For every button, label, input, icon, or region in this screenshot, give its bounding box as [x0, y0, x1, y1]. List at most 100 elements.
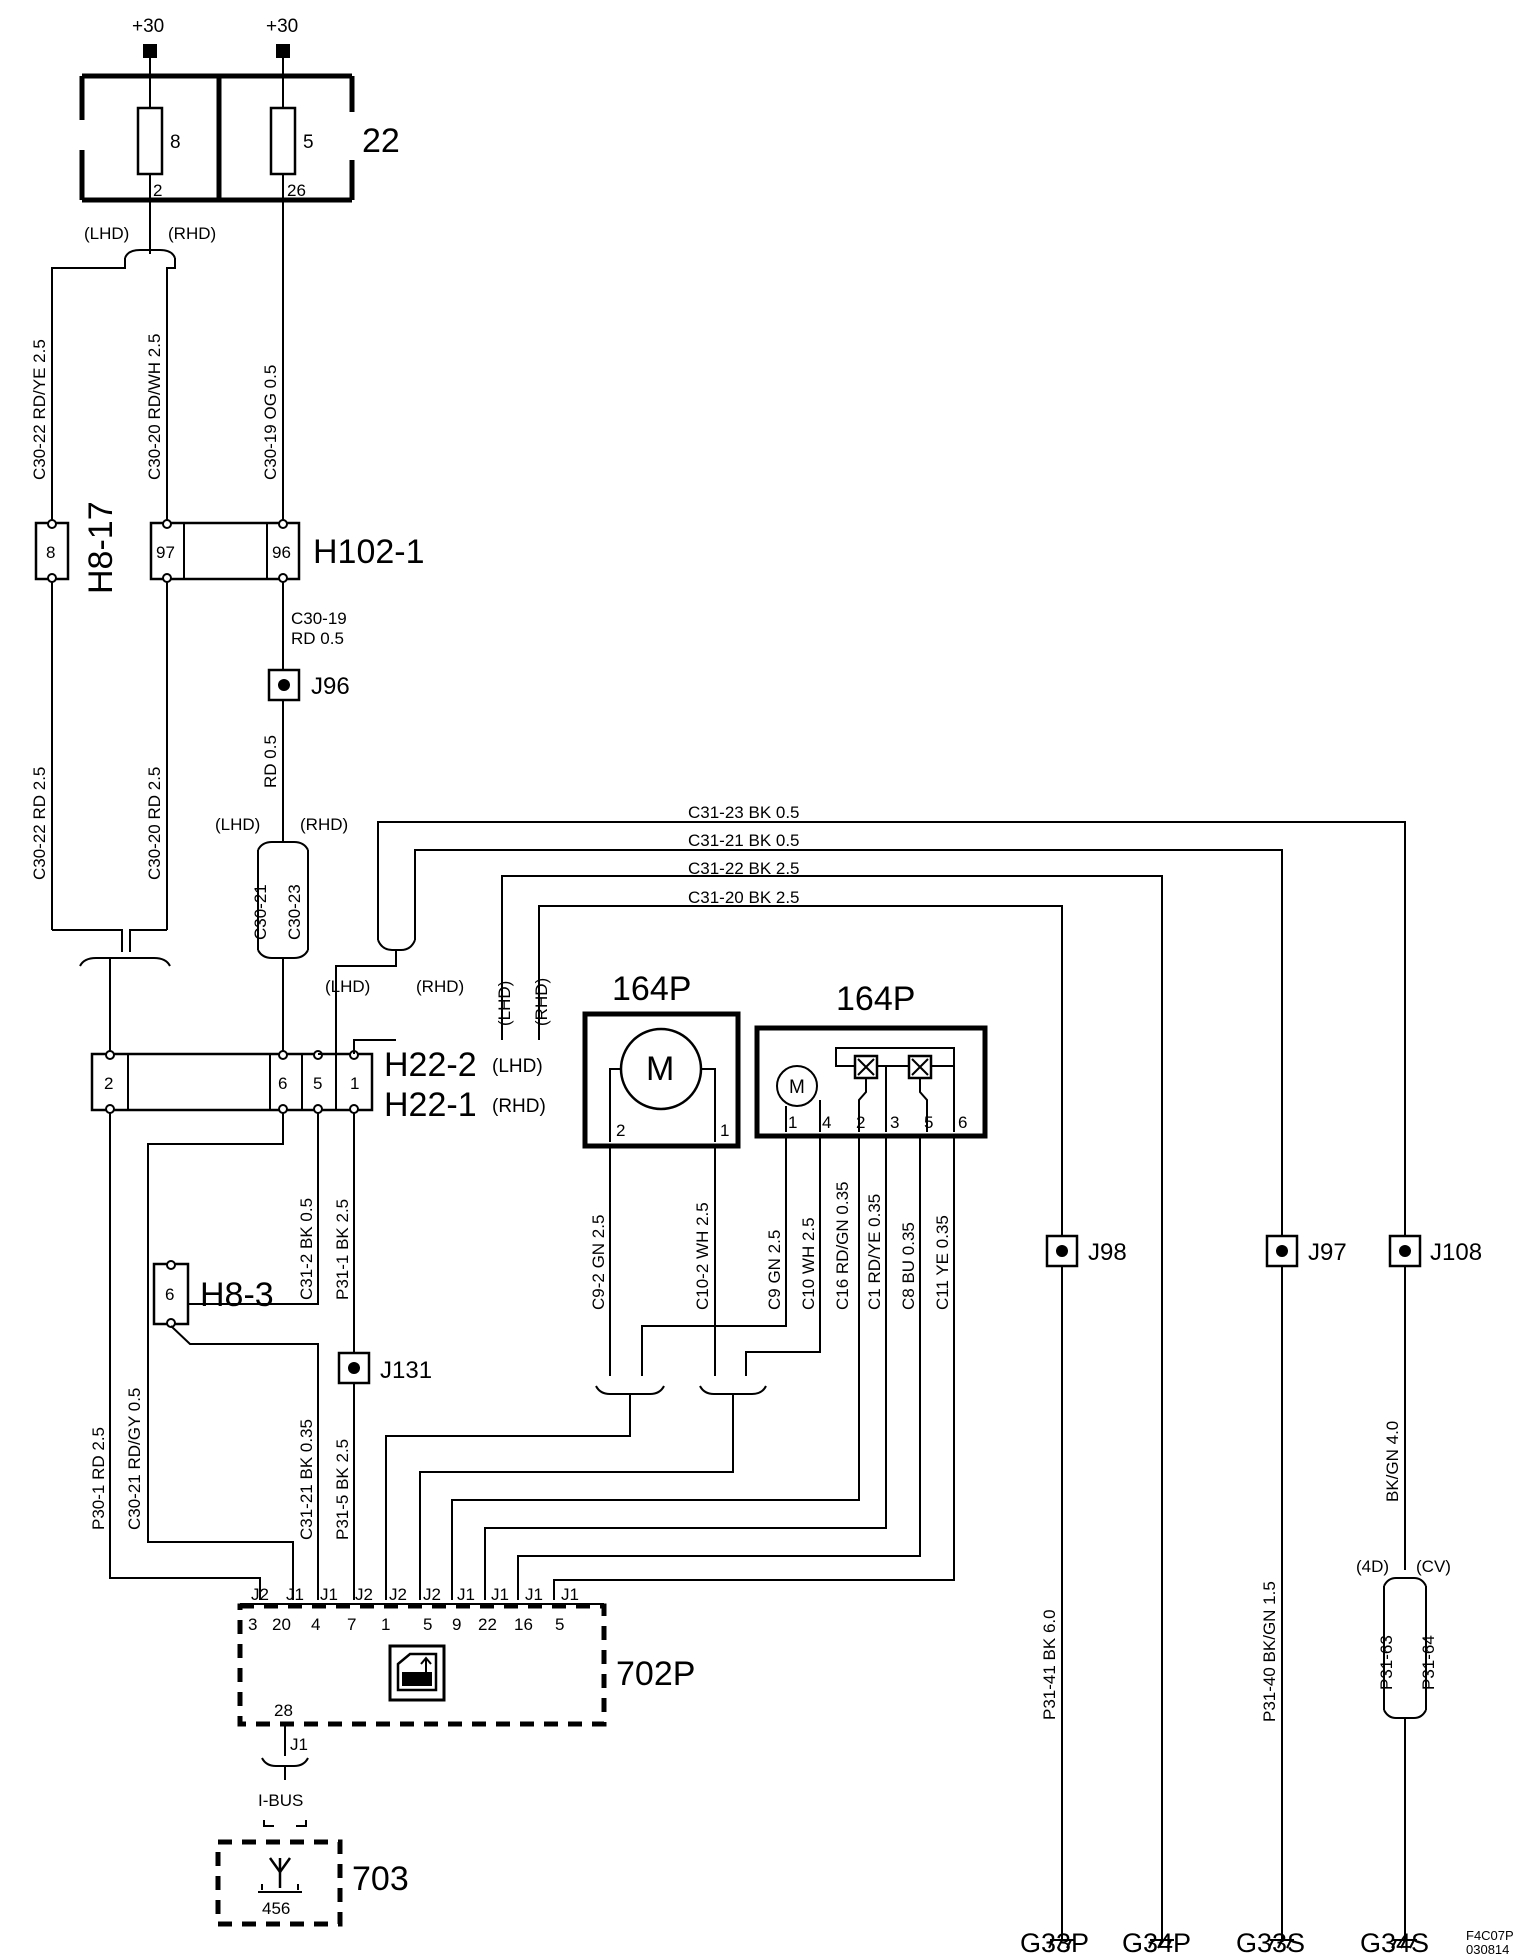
- connector-h22: [90, 1052, 374, 1112]
- h22-pin-6: 6: [278, 1074, 287, 1093]
- variant-lhd-1: (LHD): [84, 224, 129, 243]
- motor-b-pin-1: 1: [788, 1113, 797, 1132]
- supply-label-left: +30: [132, 16, 164, 37]
- fuse-8-label: 8: [170, 132, 181, 153]
- module-702p-label: 702P: [616, 1655, 695, 1693]
- wire-c30-22-lower: C30-22 RD 2.5: [30, 767, 49, 880]
- variant-lhd-4: (LHD): [495, 981, 514, 1026]
- variant-4d: (4D): [1356, 1557, 1389, 1576]
- wire-c8: C8 BU 0.35: [899, 1222, 918, 1310]
- motor-b-pin-3: 3: [890, 1113, 899, 1132]
- motor-b-m: M: [789, 1077, 805, 1098]
- supply-terminal-left: [143, 44, 157, 58]
- motor-a-pin-2: 2: [616, 1121, 625, 1140]
- module-j-label-4: J2: [355, 1585, 373, 1604]
- ground-g33s-label: G33S: [1236, 1928, 1305, 1958]
- wire-c31-22: C31-22 BK 2.5: [688, 859, 800, 878]
- ground-symbol-g34s: [1391, 1939, 1417, 1949]
- module-j-label-7: J1: [457, 1585, 475, 1604]
- connector-h8-17: [34, 521, 70, 581]
- wire-p31-40: P31-40 BK/GN 1.5: [1260, 1581, 1279, 1722]
- wire-c30-21-lower: C30-21 RD/GY 0.5: [125, 1388, 144, 1530]
- module-j-label-9: J1: [525, 1585, 543, 1604]
- motor-a-pin-1: 1: [720, 1121, 729, 1140]
- wire-c31-21: C31-21 BK 0.5: [688, 831, 800, 850]
- module-bus-j: J1: [290, 1735, 308, 1754]
- module-j-label-8: J1: [491, 1585, 509, 1604]
- motor-b-pin-2: 2: [856, 1113, 865, 1132]
- fuse-5: [269, 106, 297, 176]
- ground-g34p-label: G34P: [1122, 1928, 1191, 1958]
- j98-label: J98: [1088, 1239, 1127, 1266]
- supply-label-right: +30: [266, 16, 298, 37]
- h8-3-label: H8-3: [200, 1276, 274, 1314]
- diagram-code-a: F4C07P: [1466, 1928, 1514, 1943]
- module-703-label: 703: [352, 1860, 409, 1898]
- wire-c11: C11 YE 0.35: [933, 1215, 952, 1310]
- wire-c10: C10 WH 2.5: [799, 1217, 818, 1310]
- variant-lhd-2: (LHD): [215, 815, 260, 834]
- module-pin-20: 20: [272, 1615, 291, 1634]
- module-j-label-1: J2: [251, 1585, 269, 1604]
- wire-p31-5: P31-5 BK 2.5: [333, 1439, 352, 1540]
- h22-pin-1: 1: [350, 1074, 359, 1093]
- h22-pin-2: 2: [104, 1074, 113, 1093]
- module-pin-5b: 5: [555, 1615, 564, 1634]
- wire-c31-21-lower: C31-21 BK 0.35: [297, 1419, 316, 1540]
- wire-c30-21: C30-21: [251, 884, 270, 940]
- h102-pin-96: 96: [272, 543, 291, 562]
- wire-c31-20: C31-20 BK 2.5: [688, 888, 800, 907]
- h22-2-label: H22-2: [384, 1046, 477, 1084]
- fuse-5-pin: 26: [287, 181, 306, 200]
- j108-label: J108: [1430, 1239, 1482, 1266]
- h22-2-variant: (LHD): [492, 1056, 543, 1077]
- h8-17-pin: 8: [46, 543, 55, 562]
- module-pin-16: 16: [514, 1615, 533, 1634]
- wire-c30-19-b: RD 0.5: [291, 629, 344, 648]
- module-j-label-2: J1: [286, 1585, 304, 1604]
- h102-1-label: H102-1: [313, 533, 425, 571]
- wire-c9-2: C9-2 GN 2.5: [589, 1215, 608, 1310]
- module-j-label-6: J2: [423, 1585, 441, 1604]
- ground-g33p-label: G33P: [1020, 1928, 1089, 1958]
- connector-h8-3: [152, 1262, 190, 1326]
- wire-c30-22-upper: C30-22 RD/YE 2.5: [30, 339, 49, 480]
- wire-p31-1: P31-1 BK 2.5: [333, 1199, 352, 1300]
- module-pin-4: 4: [311, 1615, 320, 1634]
- j96-label: J96: [311, 673, 350, 700]
- wire-c1: C1 RD/YE 0.35: [865, 1194, 884, 1310]
- wire-rd-05: RD 0.5: [261, 735, 280, 788]
- variant-rhd-1: (RHD): [168, 224, 216, 243]
- antenna-icon: [261, 1857, 299, 1890]
- module-j-label-5: J2: [389, 1585, 407, 1604]
- wire-c30-20-lower: C30-20 RD 2.5: [145, 767, 164, 880]
- variant-rhd-2: (RHD): [300, 815, 348, 834]
- module-pin-1: 1: [381, 1615, 390, 1634]
- variant-cv: (CV): [1416, 1557, 1451, 1576]
- ground-g34s-label: G34S: [1360, 1928, 1429, 1958]
- wire-p31-63: P31-63: [1377, 1635, 1396, 1690]
- motor-a-m: M: [646, 1050, 674, 1088]
- fuse-8: [136, 106, 164, 176]
- motor-b-label: 164P: [836, 980, 915, 1018]
- fuse-5-label: 5: [303, 132, 314, 153]
- fuse-8-pin: 2: [153, 181, 162, 200]
- module-pin-5a: 5: [423, 1615, 432, 1634]
- module-j-label-10: J1: [561, 1585, 579, 1604]
- module-703-pin: 456: [262, 1899, 290, 1918]
- h8-17-label: H8-17: [82, 501, 120, 594]
- wire-c9: C9 GN 2.5: [765, 1230, 784, 1310]
- wire-bkgn-4: BK/GN 4.0: [1383, 1421, 1402, 1502]
- fuse-box-22: [79, 58, 355, 203]
- wire-c30-19-a: C30-19: [291, 609, 347, 628]
- wire-c30-23: C30-23: [285, 884, 304, 940]
- motor-a-symbol: [619, 1027, 703, 1111]
- wire-c30-19-upper: C30-19 OG 0.5: [261, 365, 280, 480]
- ground-symbol-g33p: [1048, 1939, 1074, 1949]
- module-703: [215, 1839, 343, 1927]
- wire-c10-2: C10-2 WH 2.5: [693, 1202, 712, 1310]
- wire-c31-2: C31-2 BK 0.5: [297, 1198, 316, 1300]
- fuse-box-label: 22: [362, 122, 400, 160]
- wire-p30-1: P30-1 RD 2.5: [89, 1427, 108, 1530]
